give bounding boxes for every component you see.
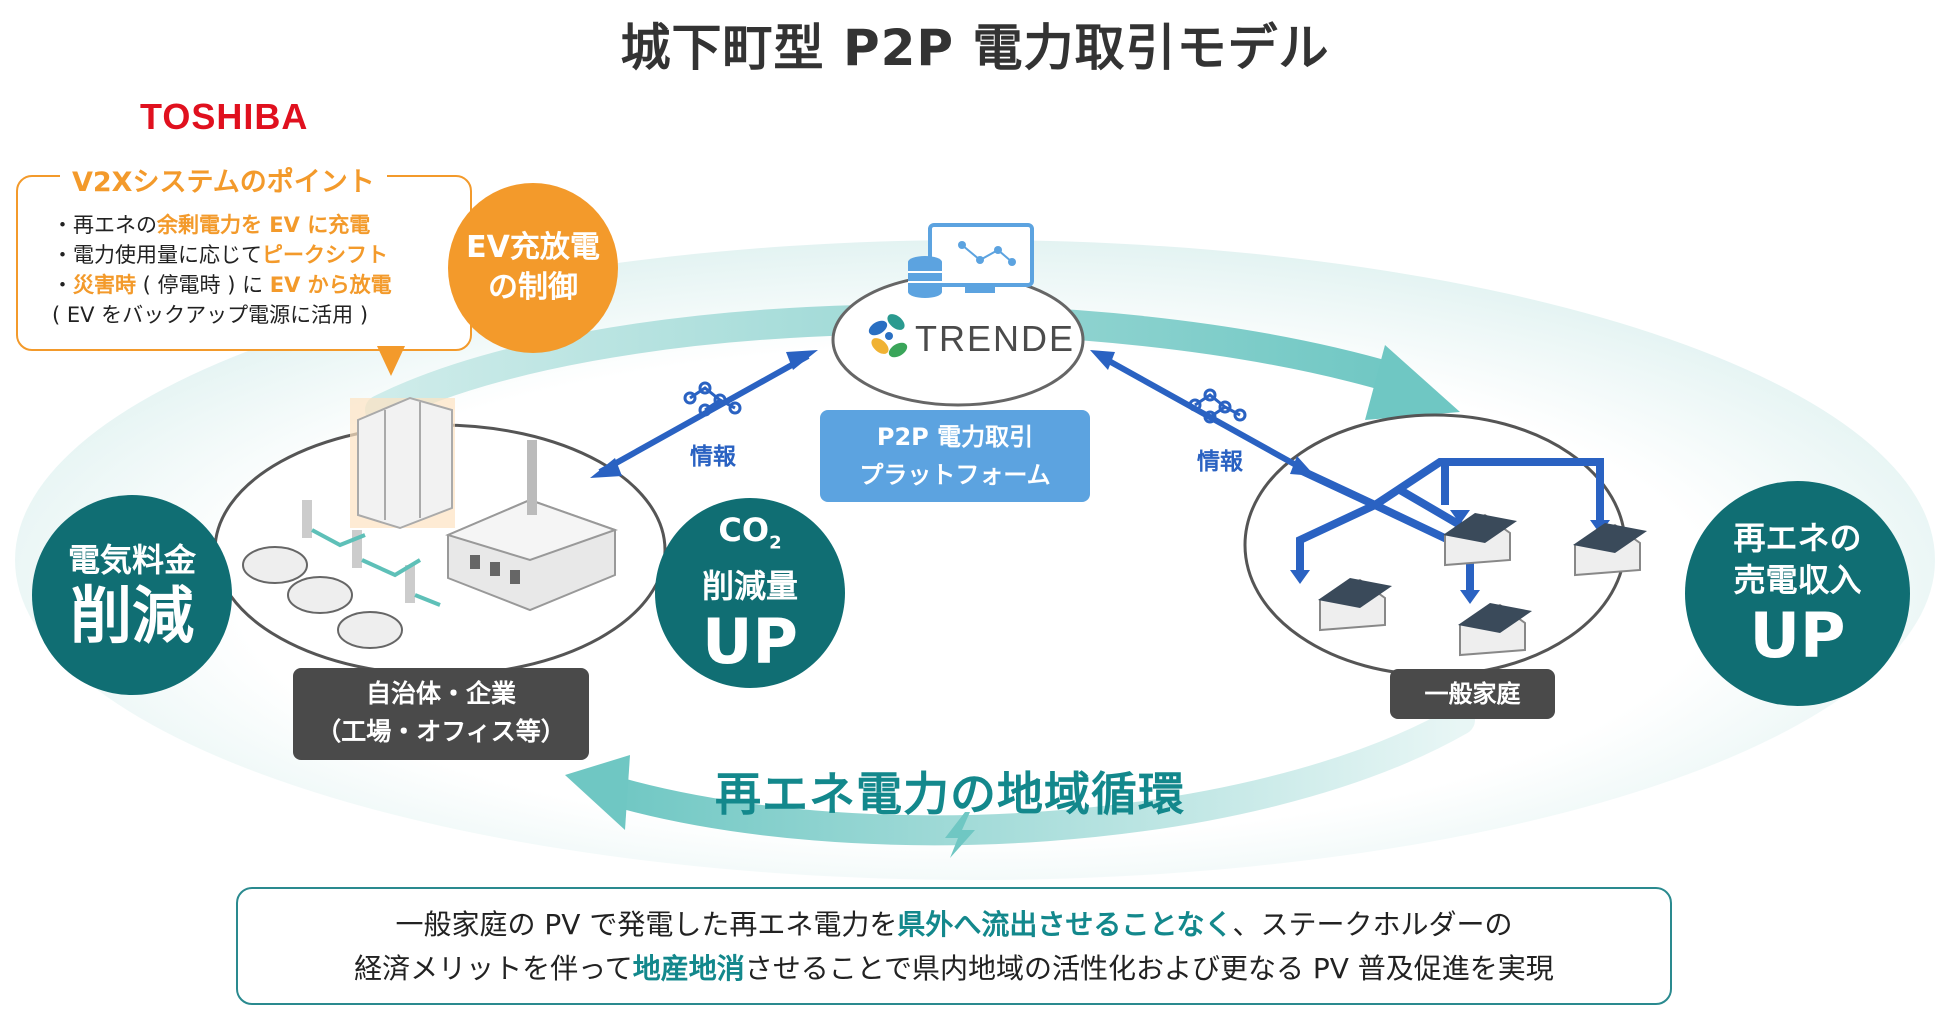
platform-label-line2: プラットフォーム <box>859 461 1051 489</box>
house-icon <box>1458 603 1532 657</box>
summary-line1: 一般家庭の PV で発電した再エネ電力を県外へ流出させることなく、ステークホルダ… <box>395 908 1513 941</box>
v2x-callout-pointer <box>377 346 405 376</box>
ev-control-line2: の制御 <box>488 270 578 305</box>
charging-cables <box>311 528 441 607</box>
v2x-point-1: ・再エネの余剰電力を EV に充電 <box>52 213 371 237</box>
municipality-company-label: 自治体・企業 （工場・オフィス等） <box>293 668 589 760</box>
co2-line2: 削減量 <box>701 566 798 605</box>
house-icon <box>1318 578 1392 632</box>
ev-control-line1: EV充放電 <box>466 230 600 265</box>
network-node-icon <box>683 381 742 417</box>
trende-logo-mark <box>868 314 908 358</box>
summary-line2: 経済メリットを伴って地産地消させることで県内地域の活性化および更なる PV 普及… <box>354 952 1554 985</box>
v2x-point-2: ・電力使用量に応じてピークシフト <box>52 243 388 267</box>
renewable-income-line2: 売電収入 <box>1733 560 1862 599</box>
lightning-icon <box>945 812 975 858</box>
loop-arrow-bottom-head <box>565 755 630 830</box>
co2-line3: UP <box>702 604 798 678</box>
network-node-icon <box>1188 388 1247 424</box>
households-label: 一般家庭 <box>1390 669 1555 719</box>
loop-arrow-top-head <box>1365 345 1460 420</box>
electricity-cost-line2: 削減 <box>69 579 194 652</box>
trende-logo-text: TRENDE <box>915 318 1076 359</box>
renewable-income-line3: UP <box>1749 598 1846 672</box>
summary-box: 一般家庭の PV で発電した再エネ電力を県外へ流出させることなく、ステークホルダ… <box>236 887 1672 1005</box>
municipality-label-line2: （工場・オフィス等） <box>316 717 566 746</box>
v2x-point-3: ・災害時 ( 停電時 ) に EV から放電 <box>52 273 392 297</box>
electricity-cost-line1: 電気料金 <box>67 541 196 579</box>
battery-cabinet-icon <box>350 396 455 530</box>
co2-line1: CO2 <box>718 511 782 554</box>
page-title: 城下町型 P2P 電力取引モデル <box>620 19 1330 77</box>
v2x-callout-title: V2Xシステムのポイント <box>60 160 387 199</box>
info-label-right: 情報 <box>1197 449 1243 475</box>
server-db-icon <box>908 223 1034 298</box>
house-icon <box>1573 523 1647 577</box>
p2p-platform-label: P2P 電力取引 プラットフォーム <box>820 410 1090 502</box>
v2x-point-3-note: ( EV をバックアップ電源に活用 ) <box>52 303 369 327</box>
ev-car-icon <box>242 546 403 649</box>
platform-label-line1: P2P 電力取引 <box>876 423 1034 451</box>
factory-icon <box>445 440 619 612</box>
v2x-point-list: ・再エネの余剰電力を EV に充電 ・電力使用量に応じてピークシフト ・災害時 … <box>52 210 392 330</box>
loop-arrow-bottom <box>595 705 1475 846</box>
ev-control-badge: EV充放電 の制御 <box>448 183 618 353</box>
renewable-income-badge: 再エネの 売電収入 UP <box>1685 481 1910 706</box>
renewable-income-line1: 再エネの <box>1733 518 1862 557</box>
regional-circulation-label: 再エネ電力の地域循環 <box>715 767 1185 821</box>
charger-icon <box>302 500 415 603</box>
co2-reduction-badge: CO2 削減量 UP <box>655 498 845 688</box>
info-label-left: 情報 <box>690 444 736 470</box>
house-icon <box>1443 513 1517 567</box>
municipality-label-line1: 自治体・企業 <box>365 679 516 708</box>
info-arrow-right <box>1090 350 1315 476</box>
toshiba-logo: TOSHIBA <box>140 96 309 137</box>
electricity-cost-badge: 電気料金 削減 <box>32 495 232 695</box>
